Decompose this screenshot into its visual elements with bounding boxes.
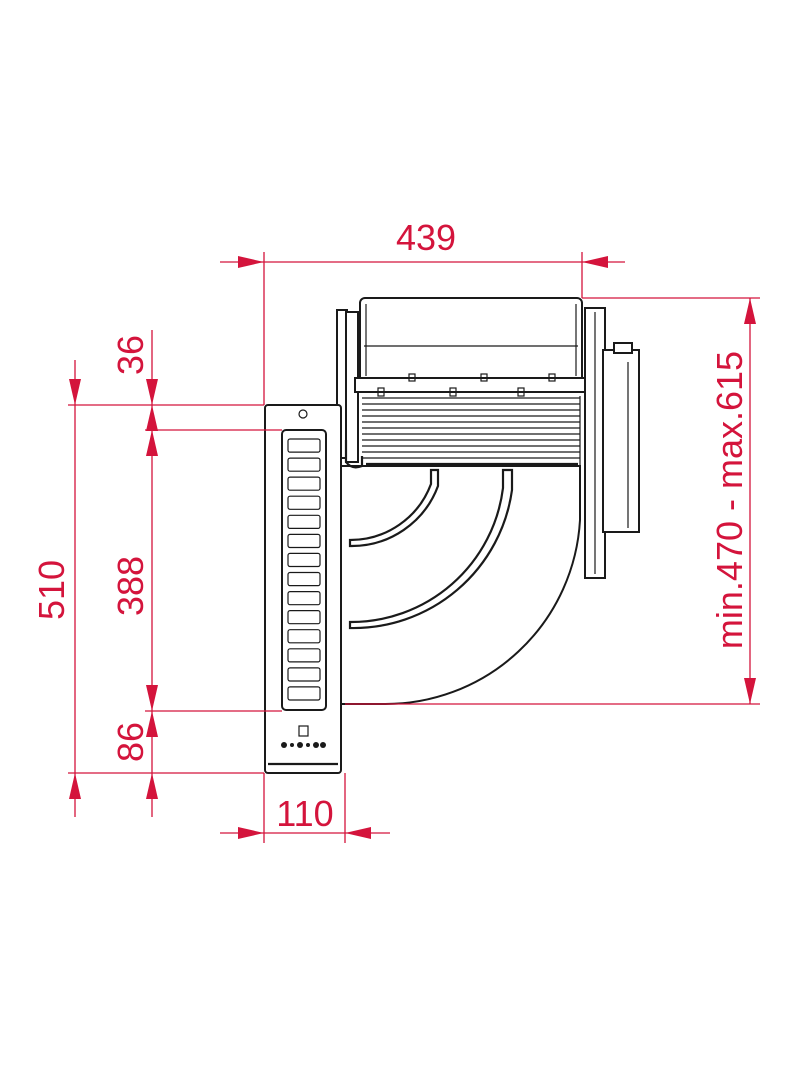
- motor-connector: [613, 342, 633, 354]
- filter-ribs: [362, 396, 581, 466]
- vent-slot: [287, 609, 321, 625]
- vent-slots: [287, 438, 321, 701]
- dimension-install-height: min.470 - max.615: [345, 297, 760, 705]
- vent-grille: [281, 429, 327, 711]
- vent-slot: [287, 438, 321, 453]
- dimension-510: 510: [31, 360, 264, 817]
- dimension-label-439: 439: [396, 217, 456, 258]
- dimension-label-86: 86: [110, 722, 151, 762]
- dimension-label-388: 388: [110, 556, 151, 616]
- inner-duct-large: [348, 468, 514, 630]
- vent-slot: [287, 457, 321, 472]
- dimension-label-110: 110: [276, 793, 333, 834]
- inner-duct-small: [348, 468, 440, 548]
- fan-housing: [339, 465, 581, 706]
- control-panel: [264, 404, 342, 774]
- control-buttons: [281, 725, 326, 748]
- vent-slot: [287, 590, 321, 606]
- panel-screw-icon: [298, 409, 308, 419]
- vent-slot: [287, 571, 321, 587]
- vent-slot: [287, 533, 321, 549]
- vent-slot: [287, 552, 321, 568]
- top-box: [359, 297, 583, 383]
- dimension-label-36: 36: [110, 335, 151, 375]
- motor-box: [602, 349, 640, 533]
- dimension-label-510: 510: [31, 560, 72, 620]
- vent-slot: [287, 686, 321, 701]
- vent-slot: [287, 629, 321, 644]
- dimension-stack: 36 388 86: [110, 330, 282, 817]
- dimension-439: 439: [220, 217, 625, 405]
- dimension-110: 110: [220, 773, 390, 843]
- power-button-icon: [298, 725, 309, 737]
- vent-slot: [287, 514, 321, 529]
- hood-body: [336, 297, 640, 706]
- vent-slot: [287, 476, 321, 491]
- vent-slot: [287, 648, 321, 663]
- vent-slot: [287, 667, 321, 682]
- vent-slot: [287, 495, 321, 510]
- top-box-flange: [354, 377, 586, 393]
- dimension-label-install: min.470 - max.615: [709, 351, 750, 649]
